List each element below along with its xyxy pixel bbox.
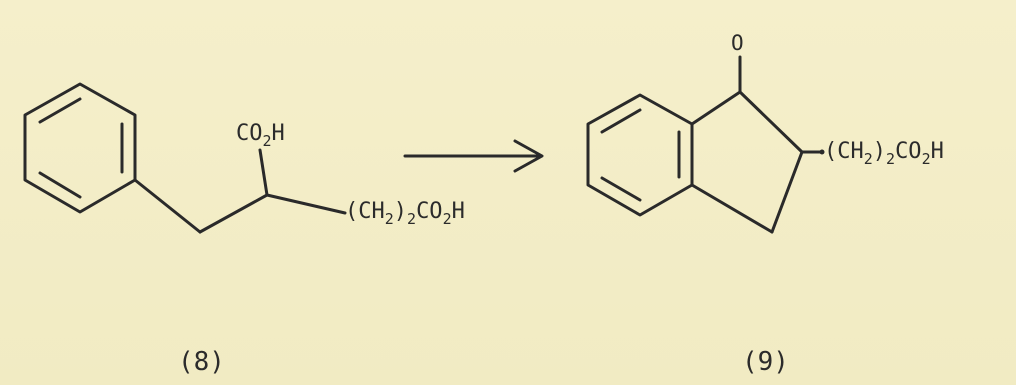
double-bond-9a — [600, 108, 642, 134]
carbonyl-oxygen-label: O — [731, 31, 744, 55]
benzene-ring-9 — [586, 93, 694, 217]
chain-label-9: (CH2)2CO2H — [824, 139, 944, 168]
arrow-head — [513, 139, 544, 173]
ch-bond-8 — [198, 193, 269, 234]
stereo-dot — [819, 149, 825, 155]
chain-bond-8 — [265, 193, 347, 215]
compound-9: O (CH2)2CO2H (9) — [586, 31, 944, 377]
compound-8: CO2H (CH2)2CO2H (8) — [23, 82, 465, 377]
chain-label-8: (CH2)2CO2H — [345, 199, 465, 228]
compound-number-9: (9) — [742, 347, 789, 377]
benzyl-bond-8 — [133, 178, 202, 234]
carboxyl-bond-8 — [258, 148, 269, 197]
double-bond-9b — [600, 176, 642, 202]
ring-bond-9a — [738, 90, 804, 154]
ring-bond-9b — [770, 150, 804, 234]
ring-bond-9c — [690, 183, 774, 234]
compound-number-8: (8) — [178, 347, 225, 377]
reaction-arrow — [403, 139, 544, 173]
carbonyl-ring-bond — [690, 90, 742, 126]
carboxyl-label-8: CO2H — [236, 121, 285, 150]
double-bond-8a — [38, 97, 82, 124]
benzene-ring-8 — [23, 82, 137, 214]
double-bond-8c — [38, 171, 82, 199]
